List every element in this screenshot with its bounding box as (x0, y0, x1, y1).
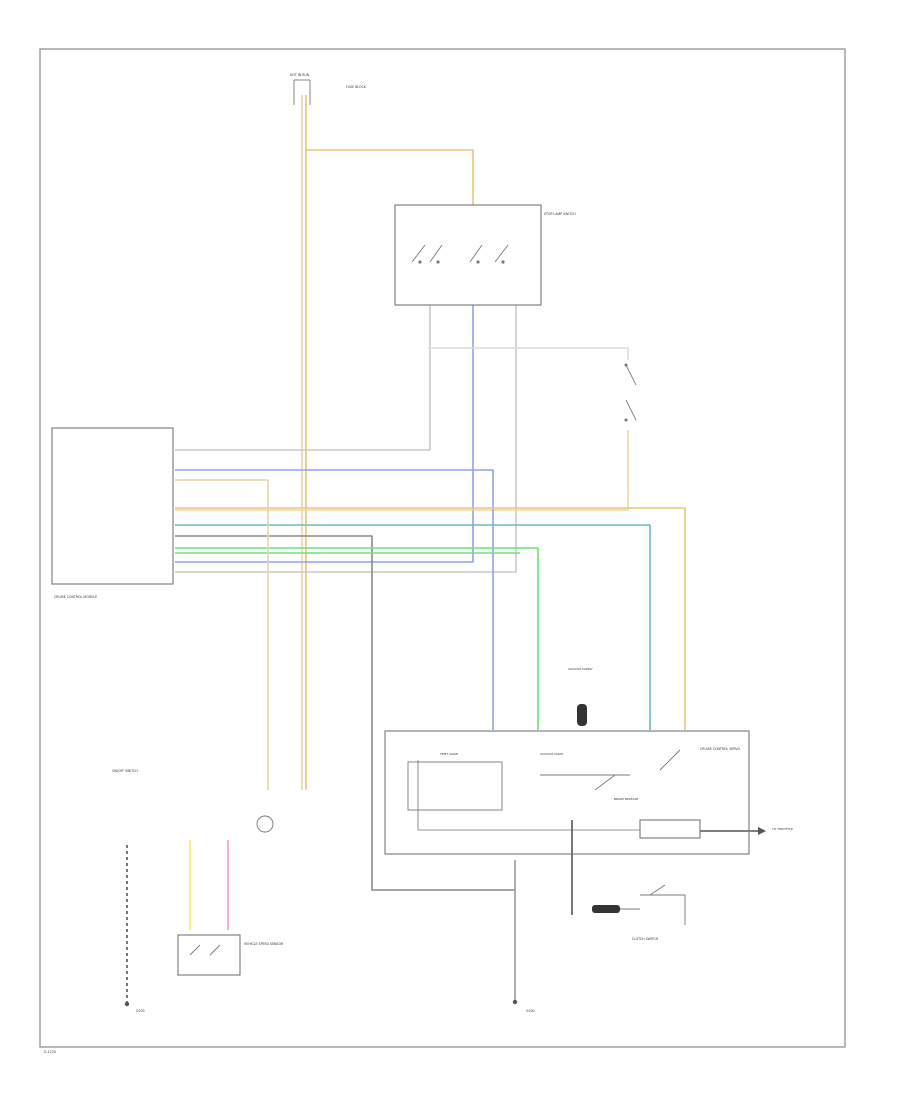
wire-teal-mod (175, 524, 651, 730)
vacuum-supply: VACUUM SUPPLY (568, 667, 593, 726)
wire-tan-mod (175, 479, 269, 790)
wire-gray-2 (175, 305, 517, 573)
brake-switch-label: STOP LAMP SWITCH (544, 212, 576, 216)
vacuum-hose (417, 760, 640, 831)
wire-blue-1 (175, 305, 474, 563)
fuse-top-label: HOT IN RUN (290, 73, 310, 77)
speed-sensor: VEHICLE SPEED SENSOR (177, 934, 284, 976)
brake-release-label: BRAKE RELEASE (614, 797, 638, 801)
wire-black-mod (175, 535, 515, 891)
wire-gray-1 (175, 305, 431, 451)
wire-lightgray-stop (428, 347, 629, 360)
wire-orange-mod (175, 507, 686, 730)
ground-left-symbol: G100 (124, 1001, 145, 1013)
module-label: CRUISE CONTROL MODULE (54, 595, 97, 599)
ground-left-label: G100 (136, 1009, 145, 1013)
on-off-switch: ON/OFF SWITCH (112, 769, 274, 833)
diagram-frame (39, 48, 846, 1048)
on-off-switch-label: ON/OFF SWITCH (112, 769, 138, 773)
vacuum-valve-label: VACUUM VALVE (540, 752, 563, 756)
ground-right-symbol: G100 (512, 999, 535, 1013)
speed-sensor-label: VEHICLE SPEED SENSOR (244, 942, 284, 946)
servo-box: CRUISE CONTROL SERVO VENT VALVE VACUUM V… (384, 730, 793, 855)
brake-switch-box: STOP LAMP SWITCH (394, 204, 576, 306)
to-throttle-label: TO THROTTLE (771, 827, 793, 831)
vent-valve-label: VENT VALVE (440, 752, 458, 756)
wire-orange-feed (305, 95, 474, 205)
vacuum-supply-label: VACUUM SUPPLY (568, 667, 593, 671)
throttle-arrow (758, 827, 766, 835)
ground-right-label: G100 (526, 1009, 535, 1013)
wire-green-mod (175, 547, 539, 730)
wire-tan-stop (175, 430, 629, 511)
fuse-name-label: FUSE BLOCK (346, 85, 367, 89)
footer-code: G-1234 (44, 1050, 56, 1054)
servo-label: CRUISE CONTROL SERVO (700, 747, 741, 751)
fuse-block: HOT IN RUN FUSE BLOCK (290, 73, 367, 105)
cruise-control-module: CRUISE CONTROL MODULE (51, 427, 174, 599)
clutch-switch-label: CLUTCH SWITCH (632, 937, 659, 941)
wire-blue-mod (175, 469, 494, 730)
clutch-switch: CLUTCH SWITCH (592, 884, 686, 941)
stop-lamp-switch (624, 363, 637, 422)
